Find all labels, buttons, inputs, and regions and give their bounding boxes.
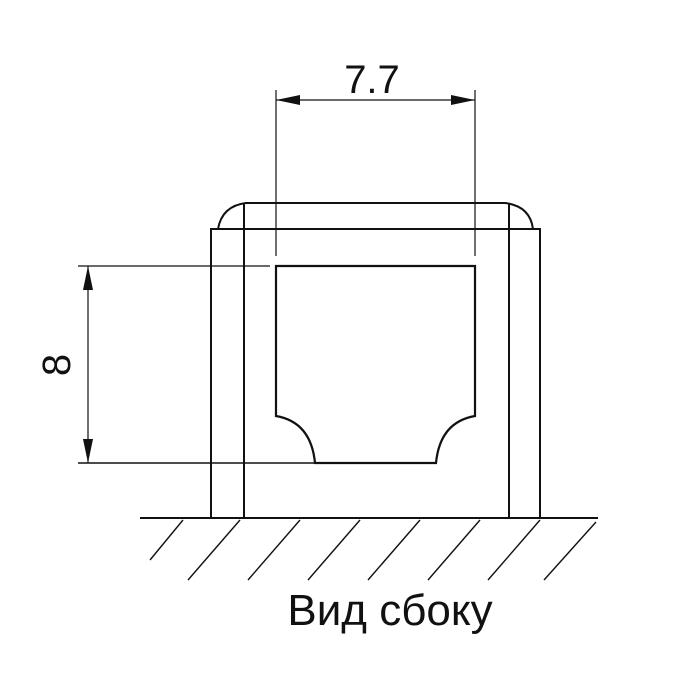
rounded-top-cap bbox=[217, 202, 534, 230]
view-caption: Вид сбоку bbox=[287, 586, 492, 635]
height-dimension-label: 8 bbox=[35, 354, 79, 376]
arrow-left-icon bbox=[276, 95, 300, 105]
ground-hatching bbox=[149, 519, 597, 581]
arrow-right-icon bbox=[451, 95, 475, 105]
arrow-down-icon bbox=[83, 439, 93, 463]
width-dimension-label: 7.7 bbox=[344, 58, 400, 102]
pocket-outline bbox=[274, 264, 477, 465]
arrow-up-icon bbox=[83, 266, 93, 290]
outer-body-outline bbox=[210, 228, 541, 518]
